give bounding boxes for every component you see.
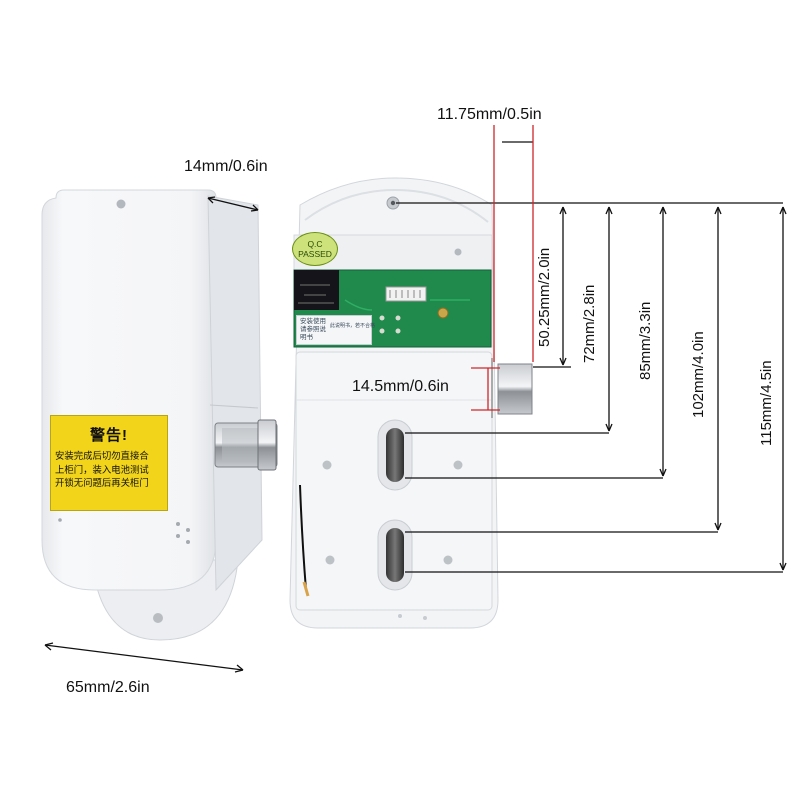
warning-line: 安装完成后切勿直接合 [55, 450, 149, 461]
dimension-72-label: 72mm/2.8in [581, 284, 598, 363]
dimension-latch-height-label: 14.5mm/0.6in [352, 378, 449, 395]
screw-hole [116, 199, 126, 209]
sticker-line: 明书 [300, 334, 313, 341]
slot-lower [377, 519, 413, 591]
qc-stamp-line: Q.C [307, 239, 323, 249]
warning-title: 警告! [90, 427, 128, 444]
screw-hole [153, 613, 163, 623]
latch-stub [491, 358, 533, 418]
dimension-latch-width-label: 11.75mm/0.5in [437, 106, 542, 123]
warning-line: 上柜门，装入电池测试 [55, 463, 149, 475]
warning-label: 警告! 安装完成后切勿直接合 上柜门，装入电池测试 开锁无问题后再关柜门 [50, 415, 168, 511]
dimension-115-label: 115mm/4.5in [758, 360, 775, 446]
warning-line: 开锁无问题后再关柜门 [55, 477, 149, 489]
dimension-50-label: 50.25mm/2.0in [536, 247, 553, 347]
sticker-side-text: 此说明书，若不合格 [330, 323, 376, 329]
qc-stamp-line: PASSED [298, 249, 332, 259]
slot-upper [377, 419, 413, 491]
dimension-depth-label: 14mm/0.6in [184, 158, 268, 175]
latch-bolt [214, 419, 278, 471]
cable [299, 484, 307, 591]
dimension-width-label: 65mm/2.6in [66, 679, 150, 696]
instruction-sticker: 安装使用 请参照说 明书 [296, 315, 372, 345]
dimension-lines [44, 141, 787, 673]
qc-passed-stamp: Q.C PASSED [292, 232, 338, 266]
sticker-line: 请参照说 [300, 326, 326, 333]
red-marker-lines [471, 125, 534, 411]
dimension-102-label: 102mm/4.0in [690, 331, 707, 418]
sticker-line: 安装使用 [300, 318, 326, 325]
dimension-85-label: 85mm/3.3in [637, 301, 654, 380]
